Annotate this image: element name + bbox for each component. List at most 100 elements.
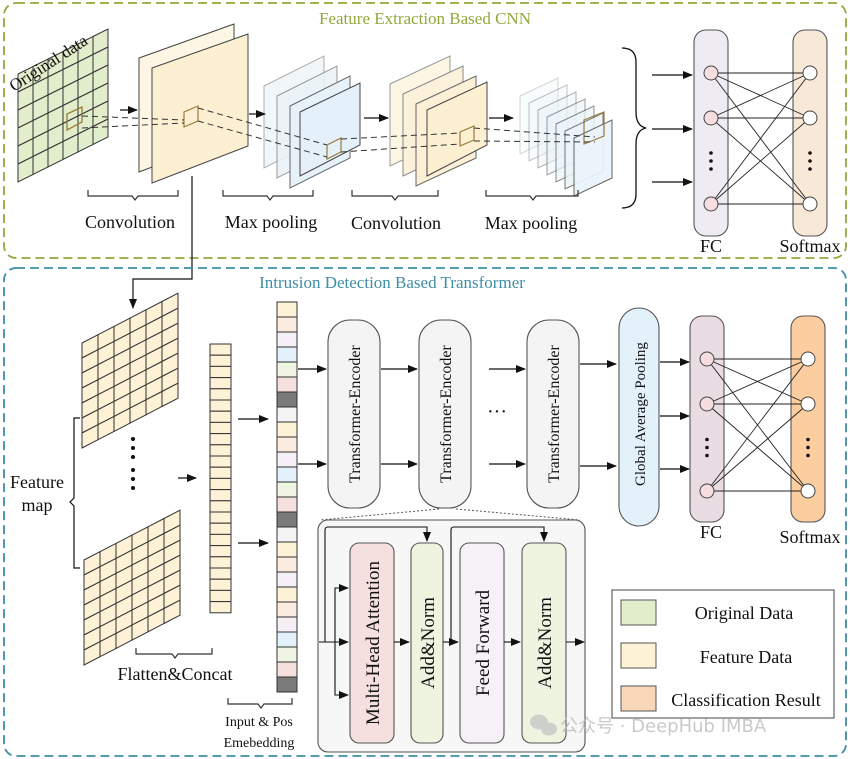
legend-label-classification: Classification Result <box>671 690 820 710</box>
flatten-cell <box>209 589 232 603</box>
cnn-fc-input-arrows <box>652 71 693 186</box>
transformer-softmax-node <box>800 483 816 499</box>
cnn-softmax-node <box>802 65 818 81</box>
original-data-cell <box>92 118 109 146</box>
pool2-feature-maps <box>519 77 613 197</box>
flatten-cell <box>209 343 232 356</box>
conv2-feature-maps <box>389 55 488 187</box>
flatten-cell <box>209 377 232 390</box>
embedding-cell <box>276 346 298 363</box>
transformer-ellipsis-dot <box>806 437 810 442</box>
transformer-fc-label: FC <box>700 522 722 542</box>
detail-callout-line-right <box>455 508 581 521</box>
flatten-cell <box>209 365 232 379</box>
embedding-cell <box>276 481 298 498</box>
wechat-icon <box>530 714 557 736</box>
flatten-cell <box>209 601 232 614</box>
flatten-cell <box>209 444 232 457</box>
legend-swatch-feature <box>620 642 657 669</box>
original-data-grid <box>17 28 109 183</box>
multi-head-attention-block[interactable] <box>349 542 395 744</box>
encoder-3[interactable]: Transformer-Encoder <box>526 319 580 509</box>
cnn-ellipsis-dot <box>709 167 713 171</box>
feature-map-brace <box>69 417 80 569</box>
cnn-flow-arrows <box>81 106 596 158</box>
embedding-brace <box>227 698 293 709</box>
embedding-cell <box>276 676 298 693</box>
embedding-cell <box>276 436 298 453</box>
flatten-brace <box>135 648 213 659</box>
feature-map-grid-bottom <box>83 509 181 666</box>
cnn-fc-label: FC <box>700 236 722 256</box>
cnn-softmax-label: Softmax <box>780 236 841 256</box>
cnn-stage-label-pool1: Max pooling <box>225 212 318 232</box>
embedding-cell <box>276 361 298 378</box>
pool1-feature-maps <box>263 55 361 189</box>
encoder-detail-block: Multi-Head Attention Add&Norm Feed Forwa… <box>317 519 586 753</box>
cnn-softmax-node <box>802 110 818 126</box>
mha-label: Multi-Head Attention <box>363 560 384 725</box>
embedding-cell <box>276 631 298 648</box>
receptive-field <box>66 105 83 132</box>
embedding-cell <box>276 331 298 348</box>
transformer-fc-node <box>699 483 715 499</box>
global-average-pooling-block[interactable]: Global Average Pooling <box>618 307 660 527</box>
cnn-connection <box>710 72 811 119</box>
transformer-softmax-node <box>800 396 816 412</box>
encoder-flow-arrows <box>298 358 690 473</box>
feed-forward-block[interactable] <box>459 542 505 744</box>
flatten-cell <box>209 354 232 367</box>
flatten-cell <box>209 410 232 423</box>
encoder-ellipsis: ··· <box>487 401 507 423</box>
flatten-cell <box>209 399 232 412</box>
flatten-cell <box>209 500 232 513</box>
flatten-cell <box>209 556 232 569</box>
add-norm-1-block[interactable] <box>410 542 444 744</box>
legend-label-original: Original Data <box>695 603 793 623</box>
flatten-column <box>209 343 232 614</box>
embedding-cell <box>276 661 298 678</box>
encoder-1-label: Transformer-Encoder <box>347 344 364 482</box>
cnn-to-transformer-connector <box>129 176 193 309</box>
cnn-stage-braces <box>87 190 579 201</box>
encoder-1[interactable]: Transformer-Encoder <box>327 319 381 509</box>
transformer-section-title: Intrusion Detection Based Transformer <box>259 273 525 292</box>
flatten-cell <box>209 522 232 535</box>
flatten-cell <box>209 489 232 502</box>
flatten-cell <box>209 477 232 491</box>
embedding-cell <box>276 586 298 603</box>
feature-map-ellipsis <box>131 437 135 490</box>
transformer-connection <box>706 358 809 405</box>
flatten-label: Flatten&Concat <box>118 664 233 684</box>
encoder-detail-arrows <box>319 526 585 699</box>
transformer-ellipsis-dot <box>705 445 709 450</box>
transformer-ellipsis-dot <box>705 453 709 458</box>
cnn-ellipsis-dot <box>709 151 713 155</box>
embedding-cell <box>276 556 298 573</box>
embedding-cell <box>276 391 298 408</box>
embedding-cell <box>276 421 298 438</box>
flatten-cell <box>209 533 232 547</box>
feature-map-top-cell <box>161 382 179 408</box>
add-norm-2-block[interactable] <box>521 542 567 744</box>
feature-map-bottom-cell <box>163 599 181 625</box>
feature-map-grid-top <box>81 292 179 449</box>
flatten-cell <box>209 567 232 580</box>
cnn-fc-node <box>703 110 719 126</box>
conv1-feature-maps <box>138 23 249 184</box>
cnn-output-brace <box>621 47 647 209</box>
cnn-stage-label-conv2: Convolution <box>351 213 441 233</box>
cnn-ellipsis-dot <box>808 151 812 155</box>
embedding-label-line1: Input & Pos <box>225 715 293 730</box>
flatten-cell <box>209 545 232 558</box>
encoder-2[interactable]: Transformer-Encoder <box>418 319 472 509</box>
legend-label-feature: Feature Data <box>700 647 792 667</box>
flatten-cell <box>209 421 232 435</box>
cnn-ellipsis-dot <box>808 167 812 171</box>
embedding-cell <box>276 376 298 393</box>
transformer-ellipsis-dot <box>806 445 810 450</box>
legend: Original Data Feature Data Classificatio… <box>611 589 835 719</box>
embedding-cell <box>276 451 298 468</box>
transformer-connection <box>706 403 809 492</box>
